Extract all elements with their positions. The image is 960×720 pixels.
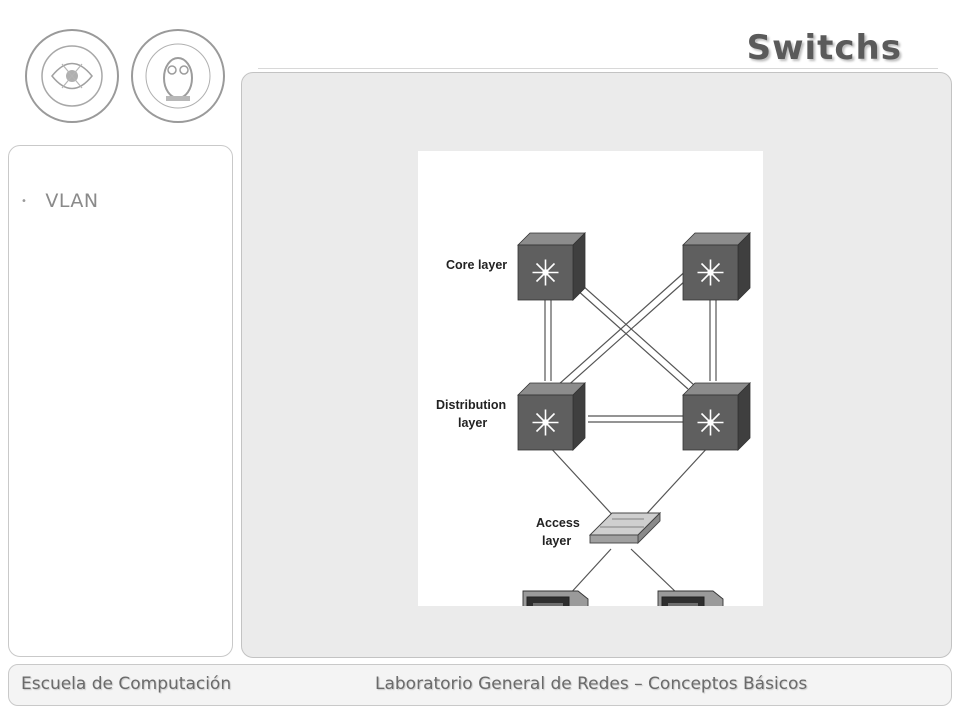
distribution-layer-label-line2: layer	[458, 416, 487, 430]
faculty-seal-logo	[131, 29, 225, 123]
access-layer-label-line2: layer	[542, 534, 571, 548]
network-diagram: Core layer Distribution layer Access lay…	[418, 151, 763, 662]
content-panel: Core layer Distribution layer Access lay…	[241, 72, 952, 662]
network-diagram-svg: Core layer Distribution layer Access lay…	[436, 232, 751, 662]
core-layer-label: Core layer	[446, 258, 507, 272]
sidebar-panel: • VLAN	[8, 145, 233, 657]
access-layer-label-line1: Access	[536, 516, 580, 530]
distribution-switch-left	[517, 382, 586, 451]
distribution-layer-label-line1: Distribution	[436, 398, 506, 412]
workstation-left	[522, 590, 606, 662]
sidebar-item-vlan: • VLAN	[21, 190, 99, 212]
page-title: Switchs	[746, 28, 902, 68]
sidebar-item-label: VLAN	[45, 190, 99, 212]
core-switch-left	[517, 232, 586, 301]
workstation-right	[657, 590, 741, 662]
logos	[22, 26, 232, 126]
footer-course-title: Laboratorio General de Redes – Conceptos…	[375, 674, 808, 694]
footer-bar: Escuela de Computación Laboratorio Gener…	[8, 664, 952, 706]
core-switch-right	[682, 232, 751, 301]
access-switch	[588, 511, 662, 545]
university-seal-logo	[25, 29, 119, 123]
title-divider	[258, 68, 938, 69]
bullet-icon: •	[21, 195, 28, 207]
distribution-switch-right	[682, 382, 751, 451]
footer-school-name: Escuela de Computación	[21, 674, 232, 694]
